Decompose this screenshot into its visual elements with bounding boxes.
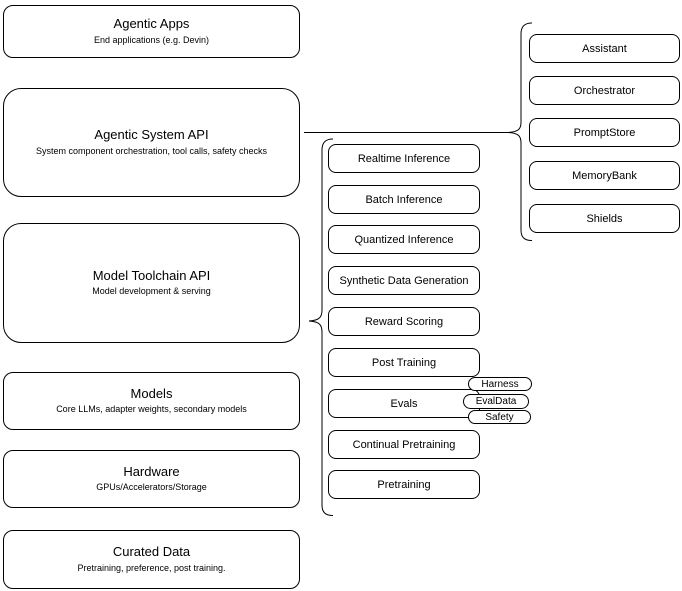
service-label: Pretraining	[377, 478, 431, 491]
node-subtitle: Core LLMs, adapter weights, secondary mo…	[56, 404, 247, 415]
node-model-toolchain-api: Model Toolchain API Model development & …	[3, 223, 300, 343]
component-label: Shields	[586, 212, 623, 225]
node-title: Models	[130, 385, 173, 401]
node-title: Agentic Apps	[113, 16, 190, 32]
node-subtitle: System component orchestration, tool cal…	[35, 145, 268, 156]
node-agentic-apps: Agentic Apps End applications (e.g. Devi…	[3, 5, 300, 58]
service-quantized-inference: Quantized Inference	[328, 225, 480, 254]
component-label: Orchestrator	[573, 84, 636, 97]
toolchain-services-brace	[308, 138, 334, 516]
node-models: Models Core LLMs, adapter weights, secon…	[3, 372, 300, 430]
node-subtitle: GPUs/Accelerators/Storage	[96, 482, 207, 493]
tag-label: Harness	[481, 378, 519, 390]
service-label: Realtime Inference	[357, 152, 451, 165]
service-label: Reward Scoring	[364, 315, 444, 328]
evals-tag-safety: Safety	[468, 410, 531, 424]
node-title: Model Toolchain API	[92, 267, 211, 283]
service-label: Synthetic Data Generation	[339, 274, 469, 287]
component-promptstore: PromptStore	[529, 118, 680, 147]
service-reward-scoring: Reward Scoring	[328, 307, 480, 336]
service-pretraining: Pretraining	[328, 470, 480, 499]
service-realtime-inference: Realtime Inference	[328, 144, 480, 173]
service-continual-pretraining: Continual Pretraining	[328, 430, 480, 459]
node-curated-data: Curated Data Pretraining, preference, po…	[3, 530, 300, 589]
service-label: Evals	[390, 397, 418, 410]
component-label: Assistant	[582, 42, 627, 55]
service-label: Quantized Inference	[354, 233, 454, 246]
node-hardware: Hardware GPUs/Accelerators/Storage	[3, 450, 300, 508]
component-label: MemoryBank	[572, 169, 637, 182]
node-subtitle: Pretraining, preference, post training.	[77, 562, 226, 573]
service-label: Batch Inference	[365, 193, 443, 206]
service-label: Post Training	[371, 356, 437, 369]
component-label: PromptStore	[573, 126, 636, 139]
service-batch-inference: Batch Inference	[328, 185, 480, 214]
node-subtitle: End applications (e.g. Devin)	[93, 34, 210, 45]
node-agentic-system-api: Agentic System API System component orch…	[3, 88, 300, 197]
node-title: Hardware	[123, 463, 180, 479]
tag-label: Safety	[485, 411, 514, 423]
service-post-training: Post Training	[328, 348, 480, 377]
node-title: Agentic System API	[94, 127, 209, 143]
node-title: Curated Data	[112, 544, 191, 560]
component-memorybank: MemoryBank	[529, 161, 680, 190]
component-orchestrator: Orchestrator	[529, 76, 680, 105]
node-subtitle: Model development & serving	[92, 286, 211, 297]
system-components-brace	[507, 22, 533, 241]
tag-label: EvalData	[475, 396, 517, 407]
service-synthetic-data-generation: Synthetic Data Generation	[328, 266, 480, 295]
component-assistant: Assistant	[529, 34, 680, 63]
evals-tag-harness: Harness	[468, 377, 532, 391]
component-shields: Shields	[529, 204, 680, 233]
service-label: Continual Pretraining	[352, 438, 456, 451]
evals-tag-evaldata: EvalData	[463, 394, 529, 409]
service-evals: Evals	[328, 389, 480, 418]
